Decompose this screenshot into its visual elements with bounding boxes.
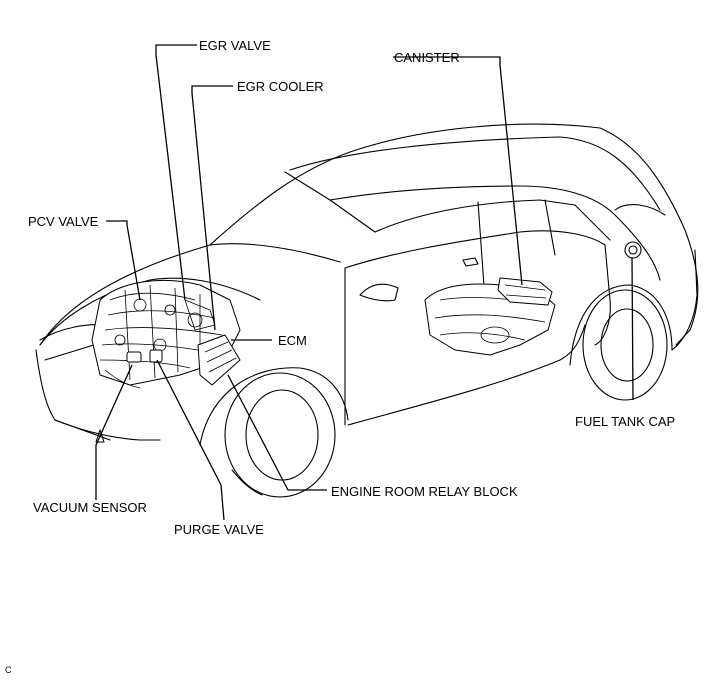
label-egr-valve: EGR VALVE <box>199 38 271 53</box>
label-ecm: ECM <box>278 333 307 348</box>
callout-labels: EGR VALVE EGR COOLER CANISTER PCV VALVE … <box>5 38 675 675</box>
corner-code: C <box>5 665 12 675</box>
label-egr-cooler: EGR COOLER <box>237 79 324 94</box>
engine-bay-illustration <box>91 279 241 389</box>
fuel-tank-illustration <box>424 277 556 356</box>
label-canister: CANISTER <box>394 50 460 65</box>
label-purge-valve: PURGE VALVE <box>174 522 264 537</box>
label-fuel-tank-cap: FUEL TANK CAP <box>575 414 675 429</box>
leader-lines <box>95 44 634 521</box>
label-engine-room-relay-block: ENGINE ROOM RELAY BLOCK <box>331 484 518 499</box>
label-vacuum-sensor: VACUUM SENSOR <box>33 500 147 515</box>
label-pcv-valve: PCV VALVE <box>28 214 99 229</box>
vehicle-illustration <box>35 123 699 498</box>
